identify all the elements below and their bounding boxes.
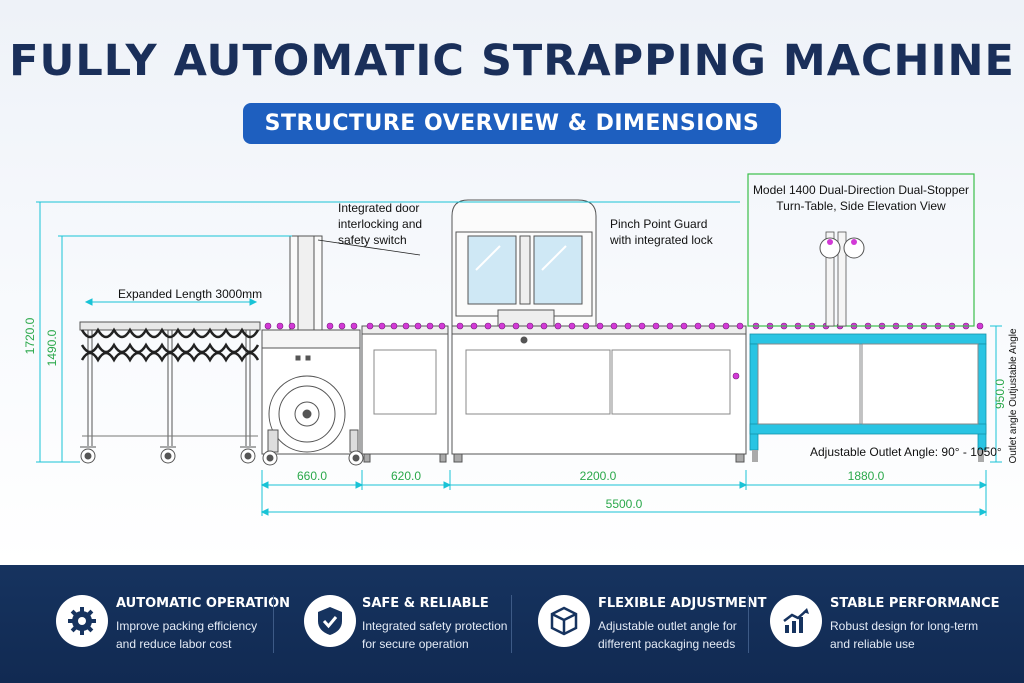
dim-width-2200: 2200.0 (580, 469, 617, 483)
feature-title: FLEXIBLE ADJUSTMENT (598, 596, 767, 611)
dim-width-620: 620.0 (391, 469, 421, 483)
model-label-2: Turn-Table, Side Elevation View (776, 199, 946, 213)
dimension-lines (36, 201, 1002, 516)
feature-safe-reliable: SAFE & RELIABLE Integrated safety protec… (256, 565, 511, 683)
feature-footer: AUTOMATIC OPERATION Improve packing effi… (0, 565, 1024, 683)
dim-height-outlet: 950.0 (993, 379, 1007, 409)
model-label-1: Model 1400 Dual-Direction Dual-Stopper (753, 183, 969, 197)
guarded-section (451, 199, 747, 463)
feature-title: STABLE PERFORMANCE (830, 596, 1000, 611)
feature-flexible-adjustment: FLEXIBLE ADJUSTMENT Adjustable outlet an… (512, 565, 767, 683)
door-interlock-label-2: interlocking and (338, 217, 422, 231)
shield-check-icon (304, 595, 356, 647)
roller-row (264, 322, 984, 380)
expanded-length-label: Expanded Length 3000mm (118, 287, 262, 301)
dim-total-length: 5500.0 (606, 497, 643, 511)
expandable-conveyor (79, 321, 261, 464)
strapping-unit (261, 235, 364, 466)
feature-automatic-operation: AUTOMATIC OPERATION Improve packing effi… (0, 565, 290, 683)
subtitle-container: STRUCTURE OVERVIEW & DIMENSIONS (0, 103, 1024, 144)
dim-width-1880: 1880.0 (848, 469, 885, 483)
gear-icon (56, 595, 108, 647)
feature-divider (273, 595, 274, 653)
feature-title: SAFE & RELIABLE (362, 596, 489, 611)
outlet-turntable (747, 173, 987, 462)
pinch-guard-label-2: with integrated lock (609, 233, 714, 247)
door-interlock-label-1: Integrated door (338, 201, 419, 215)
feature-stable-performance: STABLE PERFORMANCE Robust design for lon… (768, 565, 1024, 683)
door-callout-leader (317, 239, 421, 256)
outlet-angle-label: Adjustable Outlet Angle: 90° - 1050° (810, 445, 1002, 459)
feature-divider (511, 595, 512, 653)
pinch-guard-label-1: Pinch Point Guard (610, 217, 707, 231)
door-interlock-label-3: safety switch (338, 233, 407, 247)
feature-divider (748, 595, 749, 653)
growth-chart-icon (770, 595, 822, 647)
dim-height-total: 1720.0 (23, 317, 37, 354)
feature-title: AUTOMATIC OPERATION (116, 596, 291, 611)
cube-icon (538, 595, 590, 647)
machine-drawing: Expanded Length 3000mm Integrated door i… (23, 173, 1019, 516)
dim-width-660: 660.0 (297, 469, 327, 483)
outlet-side-label: Outlet angle Outjustable Angle (1008, 328, 1019, 464)
dim-height-conveyor: 1490.0 (45, 329, 59, 366)
page-subtitle-badge: STRUCTURE OVERVIEW & DIMENSIONS (242, 103, 782, 144)
page-title: FULLY AUTOMATIC STRAPPING MACHINE (9, 36, 1015, 86)
infeed-conveyor (361, 325, 449, 463)
